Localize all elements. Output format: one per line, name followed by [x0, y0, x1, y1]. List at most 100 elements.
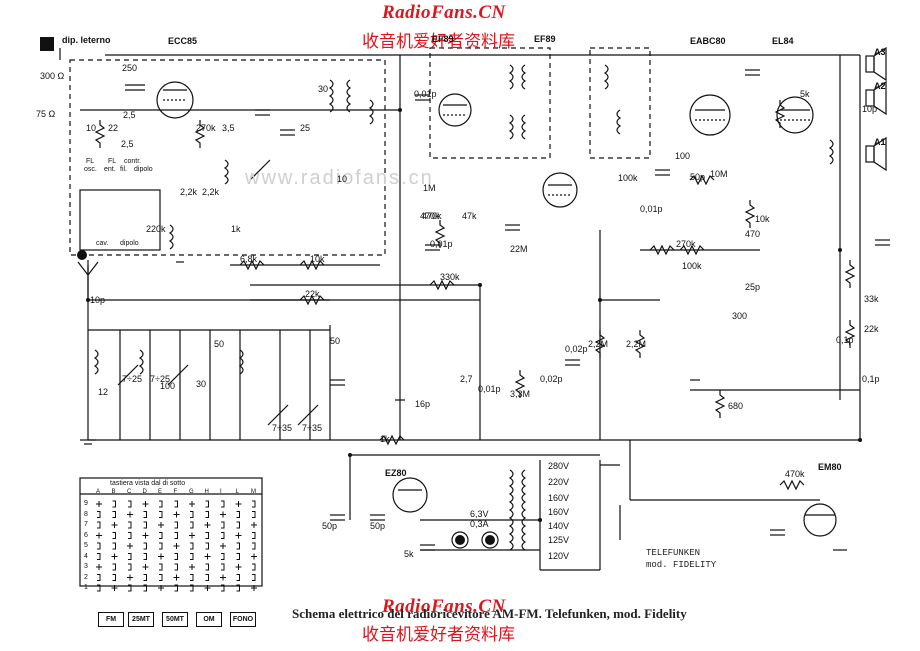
keyboard-contact — [159, 563, 163, 571]
panel-label-osc: osc. — [84, 166, 97, 173]
keyboard-contact — [174, 584, 178, 592]
comp-r31: 22k — [864, 324, 879, 334]
comp-c10: 25p — [745, 282, 761, 292]
keyboard-contact — [112, 532, 116, 539]
keyboard-column-b: B — [111, 489, 116, 495]
keyboard-contact — [143, 553, 147, 560]
keyboard-contact — [128, 584, 132, 592]
keyboard-contact — [97, 511, 101, 518]
brand-line-2: mod. FIDELITY — [646, 560, 717, 570]
comp-r19: 1M — [423, 183, 436, 193]
keyboard-contact — [251, 553, 257, 560]
keyboard-contact — [128, 563, 132, 571]
key-fm: FM — [98, 612, 124, 627]
watermark-top: RadioFans.CN — [382, 2, 506, 23]
comp-r37: 3,3M — [510, 389, 531, 399]
mains-tap-160b: 160V — [548, 507, 570, 517]
tube-label-ef89-1: EF89 — [432, 34, 454, 44]
keyboard-row-1: 1 — [84, 584, 88, 591]
keyboard-contact — [205, 542, 209, 550]
keyboard-contact — [252, 511, 256, 518]
panel-label-fil: fil. — [120, 166, 127, 173]
comp-r36: 470k — [785, 469, 805, 479]
keyboard-contact — [128, 500, 132, 508]
comp-r14: 220k — [146, 224, 166, 234]
comp-c24: 2,7 — [460, 374, 473, 384]
comp-c12: 300 — [732, 311, 748, 321]
keyboard-contact — [127, 543, 133, 549]
keyboard-contact — [205, 511, 209, 518]
comp-r8: 25 — [300, 123, 311, 133]
comp-r12: 2,2k — [202, 187, 220, 197]
keyboard-contact — [173, 574, 180, 581]
comp-r2: 22 — [108, 123, 119, 133]
comp-r35: 1k — [380, 434, 390, 444]
speaker-a2-label: A2 — [874, 81, 886, 91]
comp-c22: 100 — [160, 381, 176, 391]
mains-tap-125: 125V — [548, 535, 570, 545]
keyboard-contact — [97, 542, 101, 550]
comp-c25: 16p — [415, 399, 431, 409]
tube-label-ez80: EZ80 — [385, 468, 407, 478]
comp-c19: 7÷35 — [302, 423, 322, 433]
comp-r15: 6,8k — [240, 254, 258, 264]
keyboard-contact — [143, 521, 147, 529]
keyboard-contact — [143, 574, 147, 581]
comp-c6: 5k — [404, 549, 414, 559]
keyboard-contact — [111, 522, 118, 528]
keyboard-contact — [174, 553, 178, 560]
keyboard-contact — [112, 563, 116, 571]
comp-r34: 680 — [728, 401, 744, 411]
keyboard-contact — [143, 511, 147, 518]
keyboard-contact — [158, 553, 164, 560]
comp-c21: 7÷25 — [150, 374, 170, 384]
keyboard-contact — [235, 501, 242, 507]
comp-r24: 100k — [618, 173, 638, 183]
keyboard-contact — [112, 574, 116, 581]
comp-c11: 0,02p — [565, 344, 588, 354]
comp-r22: 22M — [510, 244, 528, 254]
keyboard-contact — [236, 511, 240, 518]
comp-r21: 47k — [462, 211, 477, 221]
keyboard-contact — [251, 585, 257, 591]
keyboard-contact — [252, 532, 256, 539]
comp-r9: 10 — [337, 174, 348, 184]
comp-r18: 330k — [440, 272, 460, 282]
keyboard-column-f: F — [173, 489, 178, 495]
pilot-current: 0,3A — [470, 519, 489, 529]
keyboard-contact — [190, 542, 194, 550]
keyboard-contact — [235, 564, 242, 570]
keyboard-column-h: H — [204, 489, 209, 495]
mains-tap-280: 280V — [548, 461, 570, 471]
key-25mt: 25MT — [128, 612, 154, 627]
keyboard-contact — [159, 511, 163, 518]
keyboard-contact — [190, 574, 194, 581]
panel-label-contr: contr. — [124, 158, 142, 165]
keyboard-contact — [158, 585, 164, 591]
tube-label-eabc80: EABC80 — [690, 36, 726, 46]
keyboard-column-m: M — [251, 489, 256, 495]
keyboard-contact — [159, 574, 163, 581]
keyboard-column-d: D — [142, 489, 147, 495]
keyboard-contact — [174, 500, 178, 508]
panel-label-dipolo-2: dipolo — [120, 240, 139, 247]
keyboard-contact — [189, 532, 195, 539]
comp-r7: 3,5 — [222, 123, 235, 133]
comp-c5: 50p — [370, 521, 386, 531]
keyboard-contact — [97, 553, 101, 560]
keyboard-contact — [111, 553, 118, 560]
comp-c18: 7÷35 — [272, 423, 292, 433]
comp-r6: 2,5 — [121, 139, 134, 149]
keyboard-contact — [235, 532, 242, 539]
keyboard-contact — [127, 511, 133, 518]
keyboard-contact — [97, 521, 101, 529]
mains-tap-140: 140V — [548, 521, 570, 531]
watermark-faint-url: www.radiofans.cn — [245, 167, 434, 189]
keyboard-column-e: E — [158, 489, 163, 495]
keyboard-contact — [96, 564, 102, 570]
comp-c4: 50p — [322, 521, 338, 531]
keyboard-contact — [252, 563, 256, 571]
comp-c16: 0,02p — [540, 374, 563, 384]
keyboard-contact — [97, 584, 101, 592]
keyboard-contact — [128, 553, 132, 560]
